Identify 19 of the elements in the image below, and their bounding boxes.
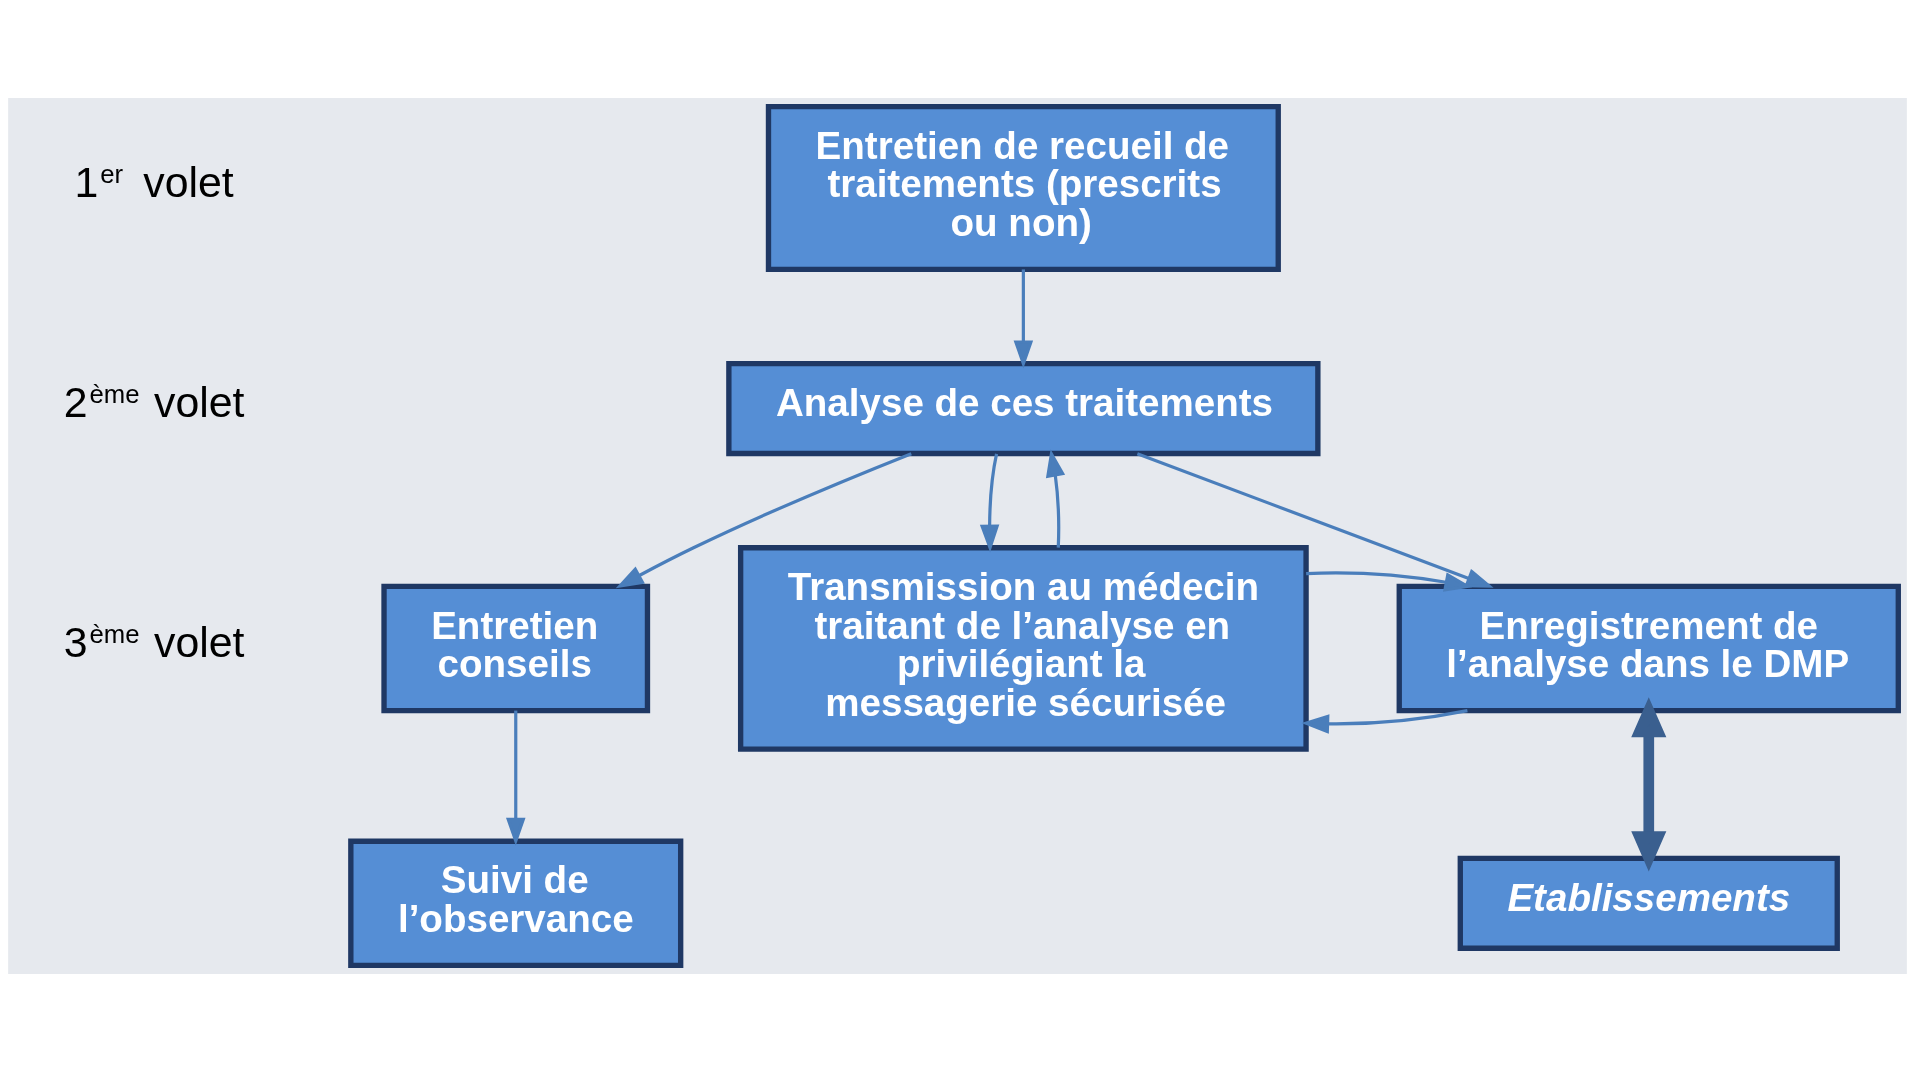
- node-box: Entretien conseils: [381, 583, 651, 713]
- arrow: [1631, 696, 1667, 871]
- node-box: Suivi de l’observance: [348, 838, 684, 968]
- arrow: [506, 710, 526, 846]
- label: 1$^{er}$ volet: [74, 157, 234, 206]
- node-box: Entretien de recueil de traitements (prescrits ou non): [765, 103, 1281, 272]
- label: 2$^{ème}$ volet: [63, 377, 245, 426]
- arrow: [1136, 451, 1494, 588]
- node-box: Transmission au médecin traitant de l’analyse en privilégiant la messagerie sécurisée: [737, 544, 1309, 752]
- node-box: Etablissements: [1457, 855, 1840, 951]
- arrow: [1306, 570, 1473, 592]
- label: 3$^{ème}$ volet: [63, 617, 245, 666]
- arrow: [1045, 448, 1066, 548]
- node-box: Analyse de ces traitements: [726, 360, 1321, 456]
- arrow: [979, 453, 1000, 552]
- arrow: [1013, 268, 1034, 368]
- node-box: Enregistrement de l’analyse dans le DMP: [1396, 583, 1901, 713]
- arrow: [1301, 708, 1468, 734]
- arrow: [615, 451, 912, 588]
